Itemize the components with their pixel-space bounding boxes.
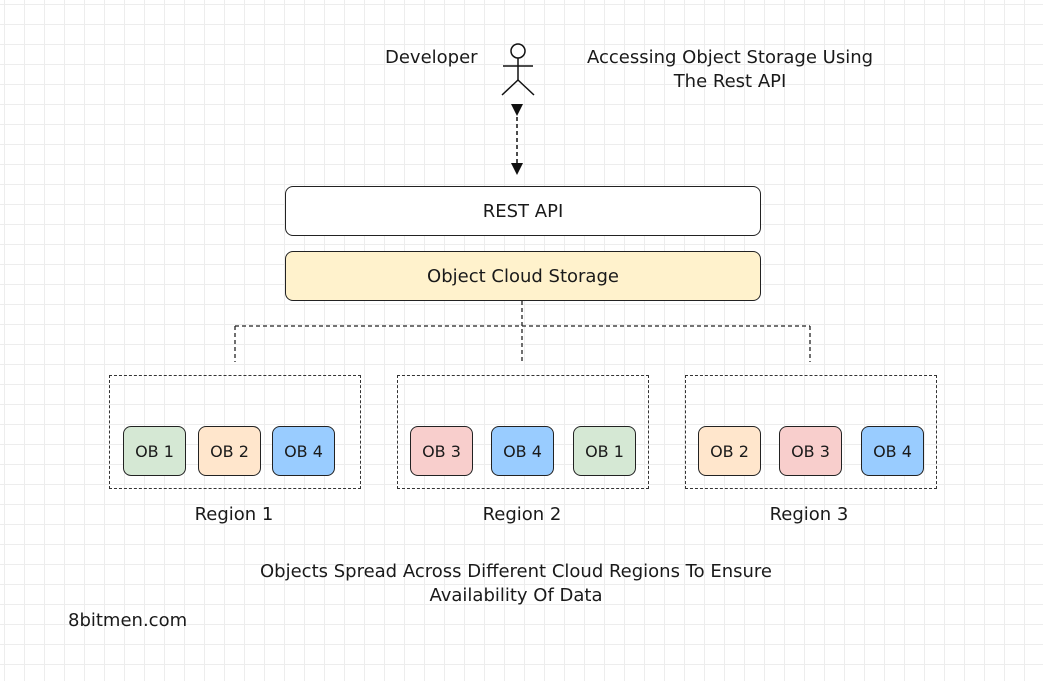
object-label: OB 3 <box>791 441 830 461</box>
region-2-label: Region 2 <box>482 504 562 525</box>
object-label: OB 1 <box>135 441 174 461</box>
object-label: OB 2 <box>210 441 249 461</box>
rest-api-label: REST API <box>482 200 564 222</box>
object-block: OB 2 <box>698 426 761 476</box>
object-block: OB 4 <box>861 426 924 476</box>
object-block: OB 2 <box>198 426 261 476</box>
object-cloud-storage-box: Object Cloud Storage <box>285 251 761 301</box>
rest-api-box: REST API <box>285 186 761 236</box>
object-label: OB 1 <box>585 441 624 461</box>
object-cloud-storage-label: Object Cloud Storage <box>427 265 619 287</box>
object-block: OB 1 <box>123 426 186 476</box>
caption-top-line-1: Accessing Object Storage Using <box>586 47 874 68</box>
watermark: 8bitmen.com <box>68 610 188 631</box>
developer-label: Developer <box>385 47 478 68</box>
caption-bottom-line-1: Objects Spread Across Different Cloud Re… <box>260 561 772 582</box>
object-block: OB 3 <box>779 426 842 476</box>
object-label: OB 2 <box>710 441 749 461</box>
caption-bottom-line-2: Availability Of Data <box>429 585 603 606</box>
region-2-container: OB 3 OB 4 OB 1 <box>397 375 649 489</box>
object-block: OB 3 <box>410 426 473 476</box>
object-block: OB 4 <box>491 426 554 476</box>
caption-top-line-2: The Rest API <box>673 71 787 92</box>
caption-top: Accessing Object Storage Using The Rest … <box>555 46 905 94</box>
object-block: OB 1 <box>573 426 636 476</box>
object-label: OB 4 <box>284 441 323 461</box>
region-3-container: OB 2 OB 3 OB 4 <box>685 375 937 489</box>
object-label: OB 3 <box>422 441 461 461</box>
object-label: OB 4 <box>503 441 542 461</box>
region-1-container: OB 1 OB 2 OB 4 <box>109 375 361 489</box>
caption-bottom: Objects Spread Across Different Cloud Re… <box>181 560 851 608</box>
region-1-label: Region 1 <box>194 504 274 525</box>
object-label: OB 4 <box>873 441 912 461</box>
region-3-label: Region 3 <box>769 504 849 525</box>
developer-icon <box>501 43 535 96</box>
object-block: OB 4 <box>272 426 335 476</box>
